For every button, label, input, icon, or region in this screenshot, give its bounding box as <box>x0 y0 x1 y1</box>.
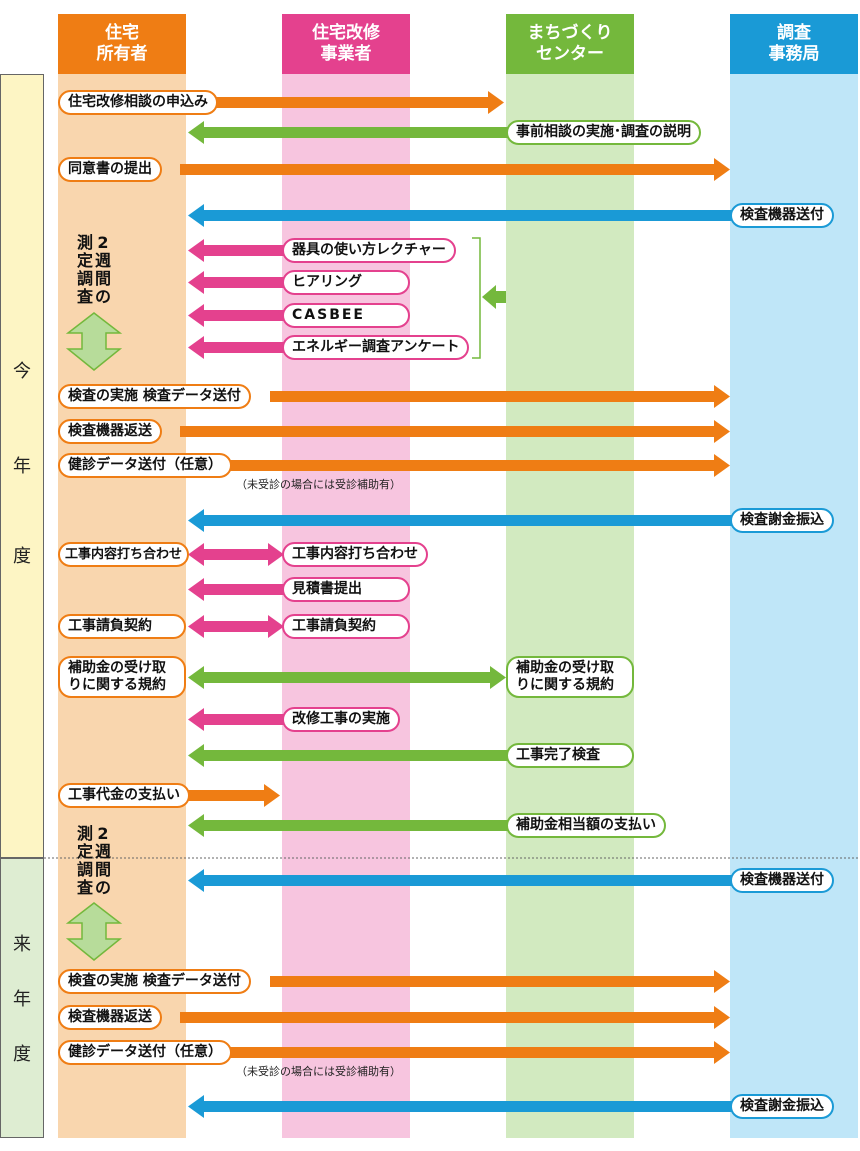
header-contractor: 住宅改修事業者 <box>282 14 410 74</box>
arrow-s8 <box>188 336 292 359</box>
step-casbee: CASBEE <box>282 303 410 328</box>
note-health-subsidy: （未受診の場合には受診補助有） <box>236 478 401 491</box>
step-fee-payment: 検査謝金振込 <box>730 508 834 533</box>
arrow-s11 <box>230 454 730 477</box>
step-preconsult: 事前相談の実施･調査の説明 <box>506 120 701 145</box>
arrow-s9 <box>270 385 730 408</box>
step-equipment-send: 検査機器送付 <box>730 203 834 228</box>
next-health-data: 健診データ送付（任意） <box>58 1040 232 1065</box>
this-year-char-3: 度 <box>13 546 31 567</box>
arrow-s19 <box>180 784 280 807</box>
header-center: まちづくりセンター <box>506 14 634 74</box>
arrow-s16 <box>188 666 506 689</box>
arrow-s20 <box>188 814 512 837</box>
step-consent-form: 同意書の提出 <box>58 157 162 182</box>
arrow-n1 <box>188 869 737 892</box>
arrow-s10 <box>180 420 730 443</box>
arrow-s12 <box>188 509 737 532</box>
arrow-s5 <box>188 239 292 262</box>
next-equipment-send: 検査機器送付 <box>730 868 834 893</box>
arrow-s15 <box>188 615 284 638</box>
this-year-char-1: 今 <box>13 361 31 382</box>
step-contract-owner: 工事請負契約 <box>58 614 186 639</box>
next-note-health-subsidy: （未受診の場合には受診補助有） <box>236 1065 401 1078</box>
next-inspection: 検査の実施 検査データ送付 <box>58 969 251 994</box>
step-inspection: 検査の実施 検査データ送付 <box>58 384 251 409</box>
arrow-n4 <box>230 1041 730 1064</box>
next-year-char-2: 年 <box>13 989 31 1010</box>
arrow-s14 <box>188 578 292 601</box>
arrow-s6 <box>188 271 292 294</box>
header-office: 調査事務局 <box>730 14 858 74</box>
arrow-s3 <box>180 158 730 181</box>
owner-band <box>58 74 186 1138</box>
step-health-data: 健診データ送付（任意） <box>58 453 232 478</box>
step-consult-request: 住宅改修相談の申込み <box>58 90 218 115</box>
arrow-n3 <box>180 1006 730 1029</box>
arrow-s13 <box>188 543 284 566</box>
step-estimate: 見積書提出 <box>282 577 410 602</box>
arrow-s7 <box>188 304 292 327</box>
step-meeting-contractor: 工事内容打ち合わせ <box>282 542 428 567</box>
step-meeting-owner: 工事内容打ち合わせ <box>58 542 190 567</box>
arrow-s18 <box>188 744 512 767</box>
center-band <box>506 74 634 1138</box>
next-fee-payment: 検査謝金振込 <box>730 1094 834 1119</box>
arrow-n2 <box>270 970 730 993</box>
arrow-s4 <box>188 204 737 227</box>
arrow-n5 <box>188 1095 737 1118</box>
step-completion-inspection: 工事完了検査 <box>506 743 634 768</box>
step-subsidy-rules-owner: 補助金の受け取りに関する規約 <box>58 656 186 698</box>
step-equipment-return: 検査機器返送 <box>58 419 162 444</box>
step-subsidy-payment: 補助金相当額の支払い <box>506 813 666 838</box>
arrow-s2 <box>188 121 512 144</box>
step-subsidy-rules-center: 補助金の受け取りに関する規約 <box>506 656 634 698</box>
step-contract-contractor: 工事請負契約 <box>282 614 410 639</box>
this-year-char-2: 年 <box>13 456 31 477</box>
step-construction-payment: 工事代金の支払い <box>58 783 190 808</box>
office-band <box>730 74 858 1138</box>
next-equipment-return: 検査機器返送 <box>58 1005 162 1030</box>
bracket <box>472 237 481 359</box>
header-owner: 住宅所有者 <box>58 14 186 74</box>
double-arrow-1 <box>65 312 123 371</box>
next-year-char-3: 度 <box>13 1044 31 1065</box>
arrow-s1 <box>180 91 504 114</box>
step-lecture: 器具の使い方レクチャー <box>282 238 456 263</box>
step-hearing: ヒアリング <box>282 270 410 295</box>
double-arrow-2 <box>65 902 123 961</box>
step-renovation: 改修工事の実施 <box>282 707 400 732</box>
arrow-center-to-contractor <box>482 285 506 309</box>
next-year-char-1: 来 <box>13 934 31 955</box>
arrow-s17 <box>188 708 292 731</box>
step-energy-survey: エネルギー調査アンケート <box>282 335 470 360</box>
this-year-column <box>0 74 44 858</box>
